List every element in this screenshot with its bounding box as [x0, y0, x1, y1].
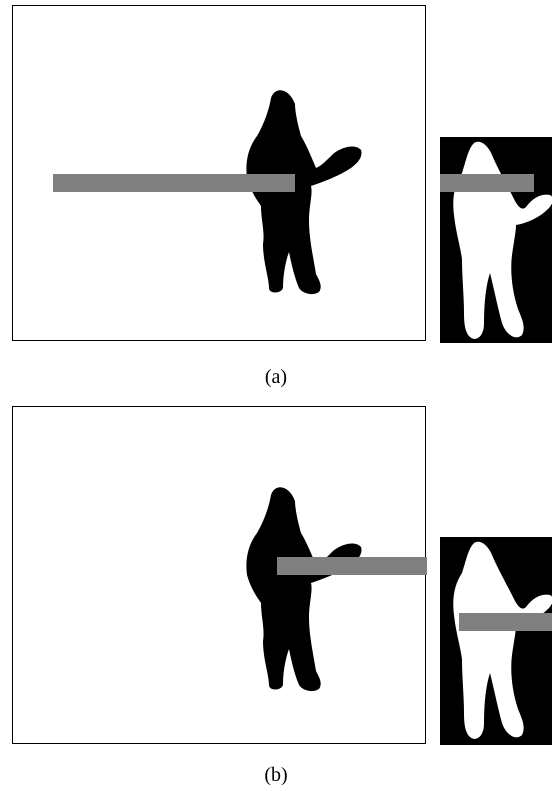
- mask-occluder-bar-b: [459, 613, 552, 631]
- silhouette-a: [246, 90, 362, 295]
- frame-b-scene: [12, 406, 427, 744]
- caption-a: (a): [264, 366, 288, 388]
- caption-b: (b): [264, 764, 288, 786]
- mask-silhouette-b: [453, 541, 552, 739]
- mask-b: [440, 537, 552, 745]
- mask-a: [440, 137, 552, 343]
- frame-a-scene: [12, 5, 426, 341]
- occluder-bar-a: [53, 174, 295, 192]
- mask-occluder-bar-a: [440, 174, 534, 192]
- silhouette-b: [246, 487, 362, 692]
- occluder-bar-b: [277, 557, 427, 575]
- mask-silhouette-a: [453, 141, 552, 339]
